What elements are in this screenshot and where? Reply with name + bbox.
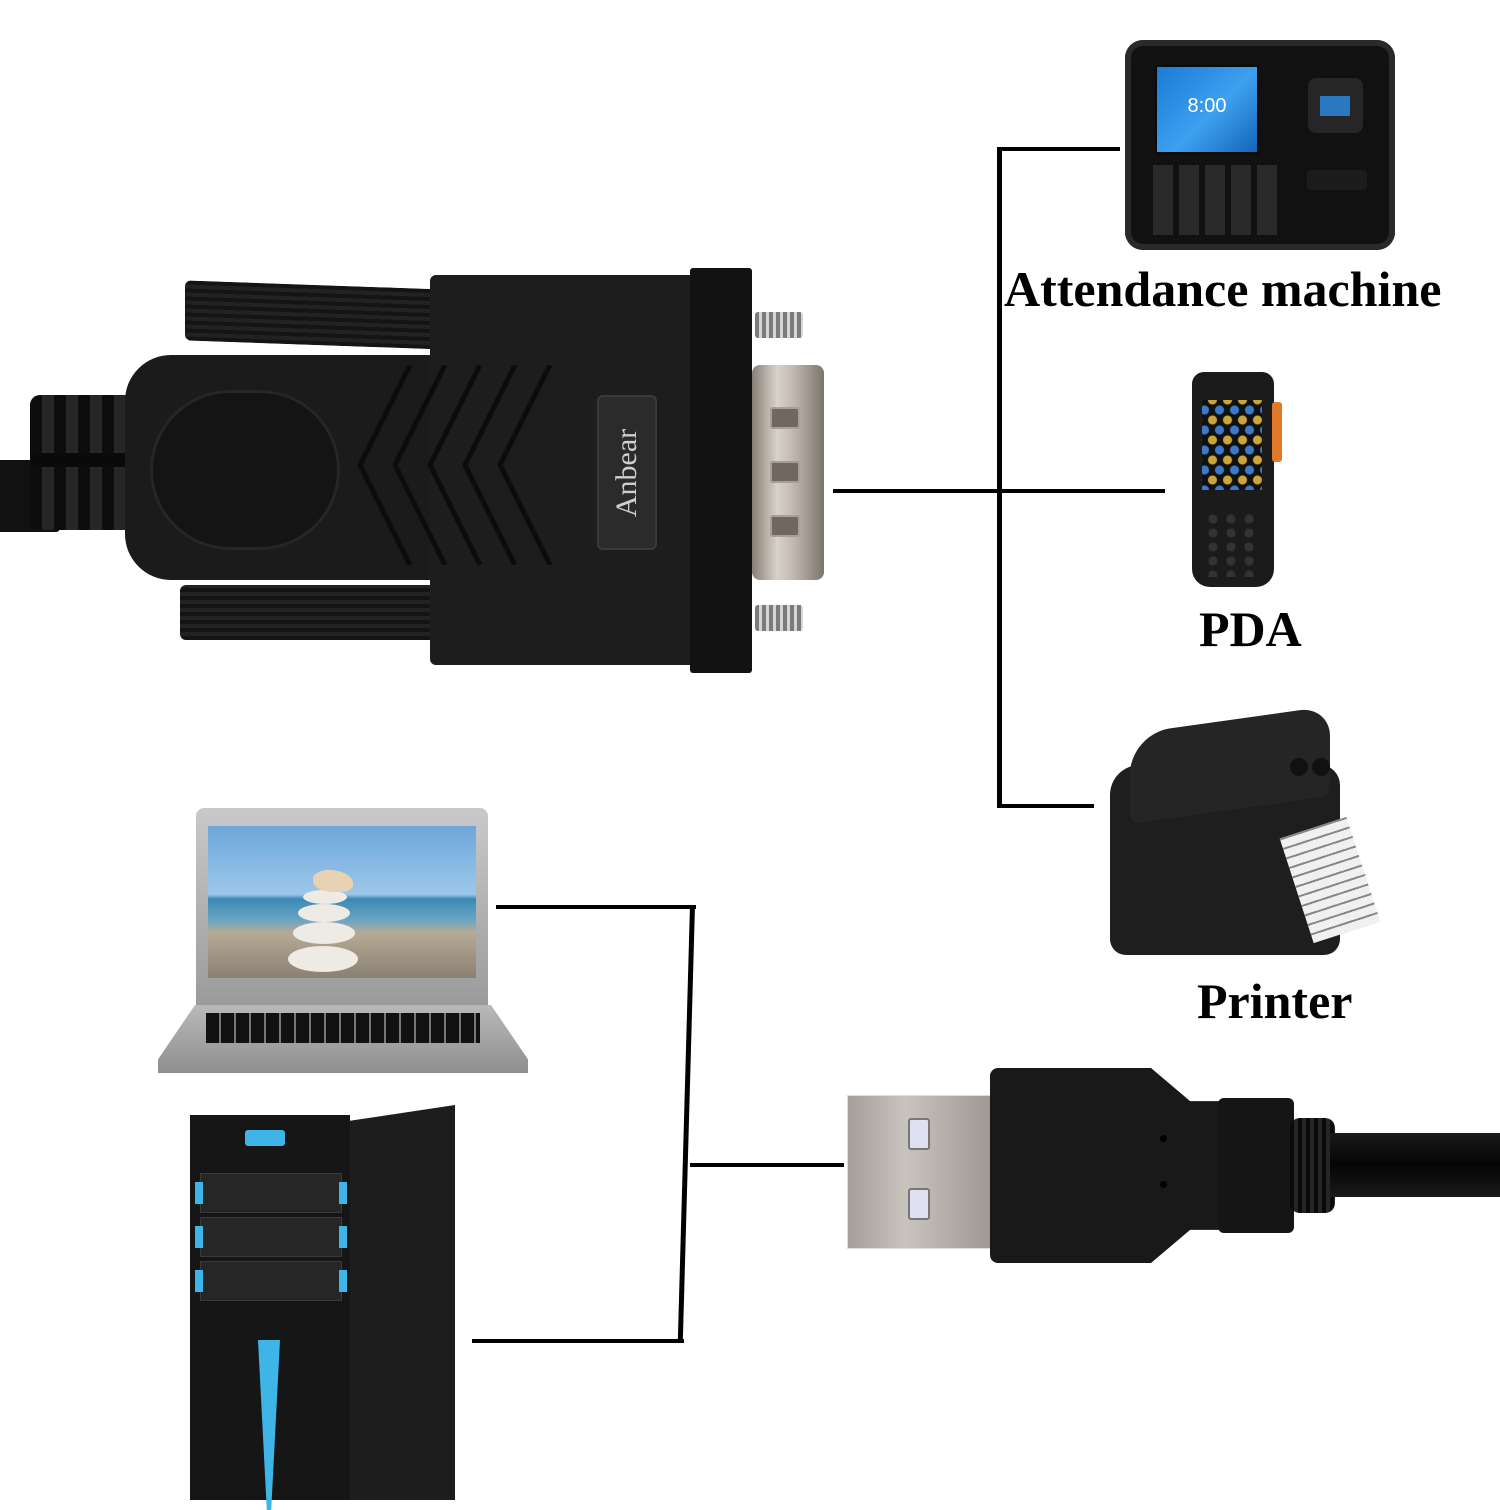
pin-icon bbox=[770, 407, 800, 429]
laptop-base bbox=[158, 1005, 528, 1073]
drive-bay bbox=[195, 1261, 347, 1301]
fingerprint-sensor-icon bbox=[1308, 78, 1363, 133]
card-slot-icon bbox=[1307, 170, 1367, 190]
db9-strain-relief bbox=[30, 395, 140, 530]
laptop-screen bbox=[208, 826, 476, 978]
db9-chevron-pattern bbox=[350, 365, 590, 565]
line-to-laptop bbox=[496, 905, 696, 909]
label-printer: Printer bbox=[1197, 973, 1353, 1029]
usb-housing bbox=[990, 1068, 1220, 1263]
db9-plug bbox=[752, 365, 824, 580]
stone-icon bbox=[293, 922, 355, 944]
usb-hole-icon bbox=[908, 1188, 930, 1220]
pda-keypad-icon bbox=[1204, 512, 1260, 577]
usb-strain-relief bbox=[1290, 1118, 1335, 1213]
line-to-pda bbox=[997, 489, 1165, 493]
pda-side-buttons bbox=[1272, 402, 1282, 462]
tower-side-panel bbox=[350, 1105, 455, 1500]
line-to-attendance bbox=[997, 147, 1120, 151]
attendance-clock: 8:00 bbox=[1187, 95, 1227, 117]
db9-flange bbox=[690, 268, 752, 673]
tower-accent-stripe bbox=[258, 1340, 280, 1510]
pda-screen bbox=[1202, 400, 1262, 490]
usb-dot-icon bbox=[1160, 1181, 1167, 1188]
keypad-icon bbox=[1153, 165, 1283, 235]
printer-image bbox=[1100, 705, 1381, 965]
usb-cable bbox=[1330, 1133, 1500, 1197]
screw-bottom-icon bbox=[755, 605, 803, 631]
brand-logo-text: Anbear bbox=[610, 428, 644, 517]
brand-badge: Anbear bbox=[597, 395, 657, 550]
usb-dot-icon bbox=[1160, 1135, 1167, 1142]
pin-icon bbox=[770, 515, 800, 537]
label-pda: PDA bbox=[1199, 601, 1302, 657]
seashell-icon bbox=[313, 870, 353, 892]
usb-plug-metal bbox=[847, 1095, 994, 1249]
stone-icon bbox=[288, 946, 358, 972]
desktop-pc-image bbox=[190, 1105, 455, 1510]
printer-button-icon bbox=[1290, 758, 1308, 776]
usb-neck bbox=[1218, 1098, 1294, 1233]
db9-grip-bottom bbox=[180, 585, 445, 640]
line-to-desktop bbox=[472, 1339, 684, 1343]
line-db9-to-bus bbox=[833, 489, 1000, 493]
pin-icon bbox=[770, 461, 800, 483]
attendance-machine-image: 8:00 bbox=[1125, 40, 1395, 250]
line-bus-to-usb bbox=[690, 1163, 844, 1167]
usb-hole-icon bbox=[908, 1118, 930, 1150]
db9-grip-top bbox=[185, 280, 445, 350]
db9-thumb-pad bbox=[150, 390, 340, 550]
tower-front-panel bbox=[190, 1115, 350, 1510]
line-pc-bus bbox=[677, 905, 695, 1341]
stone-icon bbox=[303, 890, 347, 904]
drive-bay bbox=[195, 1173, 347, 1213]
laptop-keyboard bbox=[206, 1013, 480, 1043]
line-serial-bus bbox=[997, 147, 1002, 808]
pda-image bbox=[1192, 372, 1282, 587]
laptop-image bbox=[196, 808, 488, 1008]
screw-top-icon bbox=[755, 312, 803, 338]
line-to-printer bbox=[997, 804, 1094, 808]
drive-bay bbox=[195, 1217, 347, 1257]
power-button-icon bbox=[245, 1130, 285, 1146]
label-attendance-machine: Attendance machine bbox=[1004, 261, 1442, 317]
printer-button-icon bbox=[1312, 758, 1330, 776]
attendance-screen: 8:00 bbox=[1155, 65, 1259, 154]
stone-icon bbox=[298, 904, 350, 922]
